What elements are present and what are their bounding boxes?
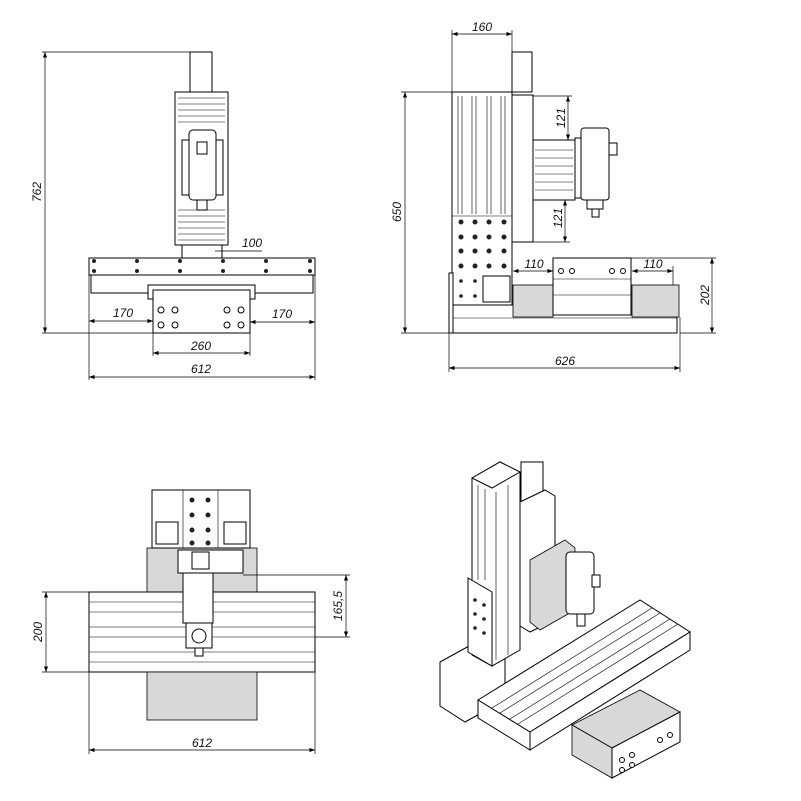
- spindle-connector: [196, 141, 208, 155]
- spindle-mount-fins: [535, 149, 573, 191]
- spindle-mount: [182, 572, 214, 624]
- spindle-connector: [194, 647, 204, 657]
- dim-column-height: 650: [390, 202, 404, 222]
- dim-z-travel-top: 121: [554, 108, 568, 128]
- front-view: 762 100 170 170 260 612: [30, 51, 316, 380]
- iso-column-top: [470, 461, 522, 489]
- spindle-circle: [191, 628, 207, 644]
- iso-column-plate: [467, 577, 493, 667]
- bracket-left: [155, 521, 179, 545]
- dim-overall-width-top: 612: [192, 736, 212, 750]
- dim-overall-depth: 626: [555, 354, 575, 368]
- top-view: 200 165,5 612: [31, 489, 350, 754]
- spindle-nut: [586, 199, 604, 210]
- iso-end-plate: [611, 711, 681, 779]
- dim-table-height: 202: [698, 285, 712, 306]
- dim-spindle-offset: 165,5: [331, 591, 345, 621]
- iso-plate-holes: [473, 598, 486, 635]
- iso-spindle-connector: [591, 574, 601, 588]
- column-rails: [181, 244, 223, 259]
- dim-column-width: 100: [242, 236, 262, 250]
- spindle-connector: [608, 142, 618, 156]
- dim-table-depth: 200: [31, 622, 45, 643]
- column-profile-slots: [452, 96, 512, 217]
- iso-column-slots: [477, 485, 509, 660]
- dim-left-travel: 110: [524, 257, 543, 271]
- base-block: [152, 289, 251, 334]
- dim-overall-height: 762: [30, 182, 44, 202]
- spindle-mount: [532, 139, 576, 201]
- iso-spindle: [565, 551, 595, 615]
- dim-right-clearance: 170: [272, 307, 292, 321]
- dim-overall-width: 612: [191, 362, 211, 376]
- worktable: [552, 257, 632, 316]
- bellows-right: [631, 284, 680, 318]
- spindle-nose: [196, 199, 208, 211]
- dim-left-clearance: 170: [113, 306, 133, 320]
- table-bolts: [92, 259, 312, 273]
- iso-end-plate-holes: [619, 732, 673, 773]
- base-end: [448, 272, 454, 334]
- spindle-nose: [591, 208, 600, 218]
- bracket: [482, 275, 511, 303]
- iso-spindle-nose: [576, 613, 586, 627]
- column-top-holes: [189, 497, 211, 546]
- bellows-front: [146, 671, 258, 721]
- z-carriage: [511, 94, 534, 243]
- dim-right-travel: 110: [643, 257, 662, 271]
- spindle: [580, 127, 610, 201]
- dim-column-depth: 160: [472, 20, 492, 34]
- z-motor: [189, 51, 213, 93]
- bellows-left: [512, 284, 554, 318]
- z-motor: [511, 51, 533, 93]
- z-motor: [191, 551, 210, 570]
- z-axis-fins: [178, 97, 225, 241]
- bracket-right: [223, 521, 247, 545]
- base-block-holes: [157, 306, 245, 329]
- isometric-view: [439, 461, 691, 779]
- column-plate-holes: [458, 219, 507, 298]
- spindle: [188, 129, 217, 201]
- dim-table-block-width: 260: [190, 339, 211, 353]
- iso-worktable-side: [529, 631, 691, 751]
- worktable: [88, 257, 316, 276]
- dim-z-travel-bottom: 121: [551, 208, 565, 228]
- iso-table-slots: [491, 607, 679, 725]
- z-carriage: [177, 549, 244, 574]
- side-view: 160 650 121 121 110 110 202 626: [390, 20, 716, 372]
